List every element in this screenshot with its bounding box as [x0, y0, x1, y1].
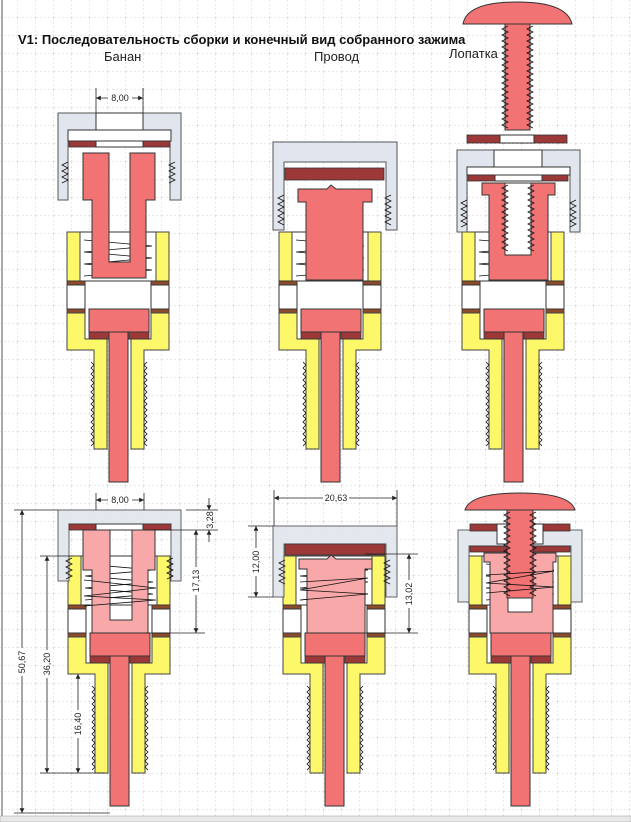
thread-zigzag: [65, 557, 73, 580]
dimension-thread-length: 16,40: [73, 674, 83, 773]
body-thread-zigzag: [359, 685, 364, 771]
svg-text:8,00: 8,00: [111, 93, 129, 103]
dimension-banana-width: 8,00: [95, 493, 145, 510]
thread-zigzag: [501, 184, 509, 252]
thread-zigzag: [501, 25, 509, 129]
wire-clamp: [297, 184, 373, 281]
body-thread-zigzag: [143, 361, 148, 447]
body-thread-zigzag: [485, 361, 490, 447]
body-thread-zigzag: [302, 361, 307, 447]
dimension-wire-depth: 13,02: [365, 553, 418, 634]
banana-cap-exploded: [57, 112, 182, 279]
thread-zigzag: [569, 199, 577, 228]
thread-zigzag: [529, 511, 537, 597]
dimension-wire-cap-height: 12,00: [248, 525, 273, 598]
column-label-banana: Банан: [104, 49, 141, 64]
thread-zigzag: [383, 559, 391, 585]
thread-zigzag: [503, 511, 511, 597]
wire-assembled: [272, 525, 398, 634]
thread-zigzag: [278, 559, 286, 585]
svg-text:36,20: 36,20: [42, 653, 52, 676]
thread-zigzag: [61, 161, 69, 184]
dimension-total-length: 50,67: [14, 509, 110, 814]
svg-text:3,28: 3,28: [205, 511, 215, 529]
banana-pin: [82, 152, 156, 279]
thread-zigzag: [527, 184, 535, 252]
svg-text:12,00: 12,00: [251, 551, 261, 574]
svg-text:20,63: 20,63: [325, 493, 348, 503]
horizontal-scrollbar[interactable]: [0, 815, 631, 822]
dimension-banana-depth: 17,13: [145, 530, 205, 634]
svg-text:17,13: 17,13: [191, 570, 201, 593]
body-thread-zigzag: [144, 685, 149, 771]
thread-zigzag: [460, 199, 468, 228]
body-thread-zigzag: [538, 361, 543, 447]
dimension-banana-top: 8,00: [95, 88, 144, 113]
dimension-cap-offset: 3,28: [145, 498, 218, 542]
thread-zigzag: [384, 194, 392, 226]
column-label-spade: Лопатка: [449, 46, 499, 61]
svg-text:13,02: 13,02: [404, 583, 414, 606]
svg-text:8,00: 8,00: [111, 495, 129, 505]
body-thread-zigzag: [355, 361, 360, 447]
drawing-title: V1: Последовательность сборки и конечный…: [18, 32, 466, 47]
thread-zigzag: [166, 557, 174, 580]
banana-assembled: [57, 509, 182, 634]
spade-cap-exploded: [456, 149, 581, 281]
body-thread-zigzag: [492, 685, 497, 771]
svg-text:50,67: 50,67: [17, 651, 27, 674]
thread-zigzag: [277, 194, 285, 226]
column-label-wire: Провод: [314, 49, 360, 64]
spade-screw-exploded: [462, 1, 573, 144]
wire-cap-exploded: [272, 141, 398, 281]
svg-text:16,40: 16,40: [73, 713, 83, 736]
dimension-wire-cap-width: 20,63: [273, 490, 398, 526]
body-thread-zigzag: [306, 685, 311, 771]
thread-zigzag: [526, 25, 534, 129]
dimension-body-length: 36,20: [40, 555, 105, 774]
body-thread-zigzag: [545, 685, 550, 771]
thread-zigzag: [168, 161, 176, 184]
body-thread-zigzag: [90, 361, 95, 447]
spade-assembled: [457, 492, 583, 634]
body-thread-zigzag: [91, 685, 96, 771]
